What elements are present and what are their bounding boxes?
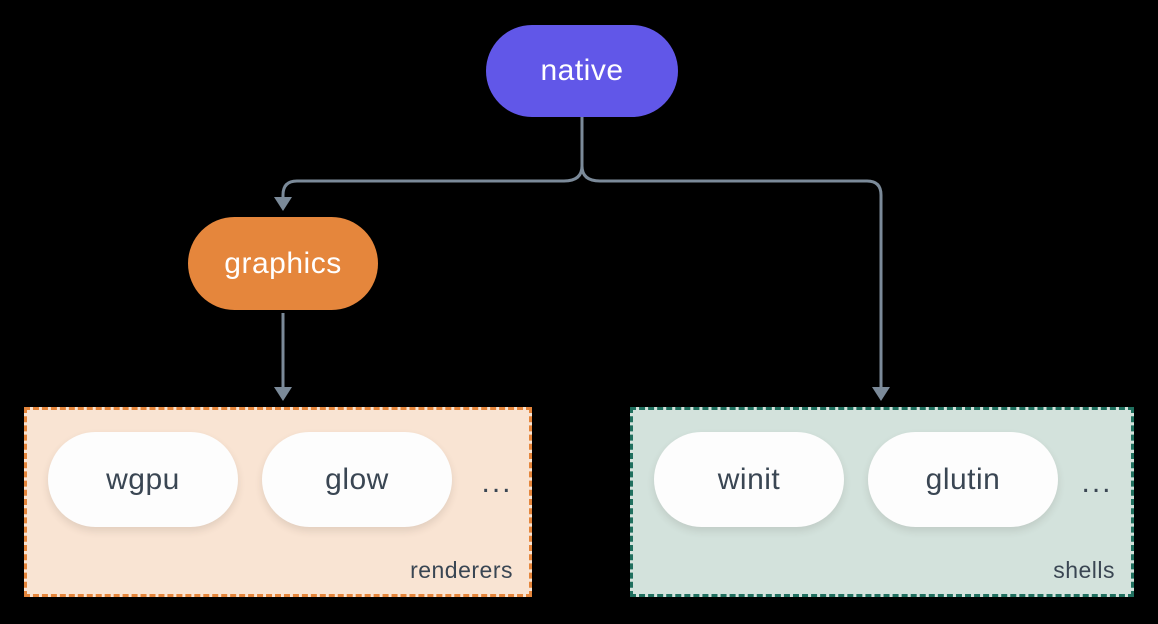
- renderers-ellipsis: ...: [481, 466, 513, 499]
- group-renderers: wgpu glow ... renderers: [24, 407, 532, 597]
- node-native-label: native: [540, 54, 624, 87]
- pill-wgpu: wgpu: [48, 432, 238, 527]
- edge-native-shells: [580, 117, 883, 388]
- pill-winit: winit: [654, 432, 844, 527]
- pill-glow: glow: [262, 432, 452, 527]
- pill-glutin: glutin: [868, 432, 1058, 527]
- pill-winit-label: winit: [717, 462, 781, 496]
- arrowhead-renderers: [274, 387, 292, 401]
- renderers-group-label: renderers: [410, 557, 513, 583]
- pill-wgpu-label: wgpu: [106, 462, 180, 496]
- edge-native-graphics: [281, 117, 584, 198]
- shells-group-label: shells: [1053, 557, 1115, 583]
- node-graphics-label: graphics: [224, 246, 342, 280]
- node-native: native: [486, 25, 678, 117]
- group-shells: winit glutin ... shells: [630, 407, 1134, 597]
- node-graphics: graphics: [188, 217, 378, 310]
- arrowhead-graphics: [274, 197, 292, 211]
- pill-glow-label: glow: [325, 462, 389, 496]
- arrowhead-shells: [872, 387, 890, 401]
- pill-glutin-label: glutin: [925, 462, 1001, 496]
- shells-ellipsis: ...: [1081, 466, 1113, 499]
